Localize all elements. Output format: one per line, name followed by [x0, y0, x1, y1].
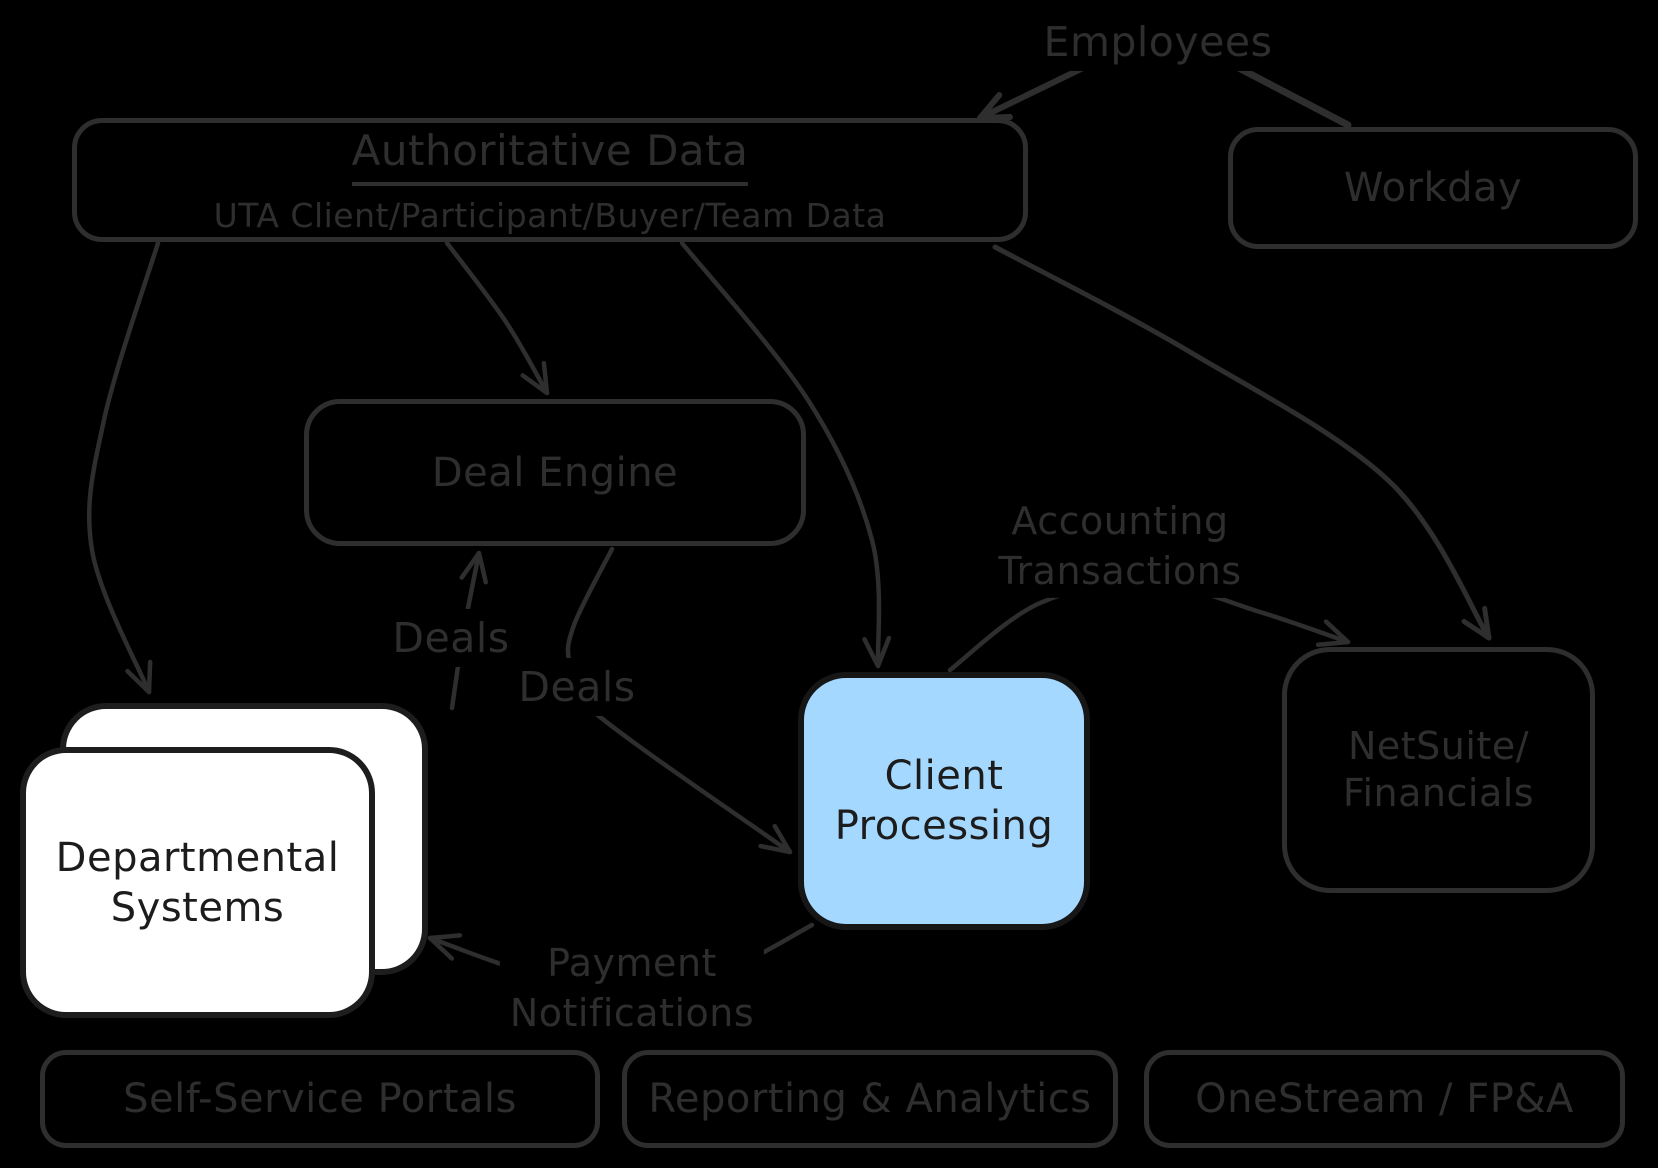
reporting-analytics-label: Reporting & Analytics	[648, 1076, 1092, 1122]
workday-label: Workday	[1343, 165, 1523, 211]
node-deal-engine[interactable]: Deal Engine	[304, 399, 806, 546]
arrow-authoritative-to-netsuite[interactable]	[992, 244, 1492, 641]
authoritative-data-subtitle: UTA Client/Participant/Buyer/Team Data	[213, 195, 887, 235]
client-processing-label-line1: Client	[884, 753, 1004, 799]
deal-engine-label: Deal Engine	[431, 449, 679, 496]
arrow-employees-into-authoritative[interactable]	[977, 63, 1090, 121]
node-reporting-analytics[interactable]: Reporting & Analytics	[622, 1050, 1118, 1148]
node-departmental-systems[interactable]: Departmental Systems	[20, 747, 375, 1018]
client-processing-label-line2: Processing	[834, 803, 1054, 849]
node-client-processing[interactable]: Client Processing	[798, 672, 1090, 930]
node-onestream-fpa[interactable]: OneStream / FP&A	[1144, 1050, 1625, 1148]
edge-label-deals-engine-to-client[interactable]: Deals	[508, 657, 646, 717]
arrow-authoritative-to-departmental[interactable]	[86, 240, 161, 695]
node-self-service-portals[interactable]: Self-Service Portals	[40, 1050, 600, 1148]
self-service-portals-label: Self-Service Portals	[123, 1076, 517, 1122]
edge-label-accounting-transactions[interactable]: Accounting Transactions	[988, 493, 1252, 599]
edge-label-employees[interactable]: Employees	[1033, 12, 1283, 72]
arrow-authoritative-to-deal-engine[interactable]	[444, 240, 550, 396]
node-workday[interactable]: Workday	[1228, 127, 1638, 249]
line-employees-from-workday[interactable]	[1231, 62, 1352, 129]
onestream-fpa-label: OneStream / FP&A	[1195, 1076, 1574, 1122]
authoritative-data-title: Authoritative Data	[351, 126, 749, 186]
departmental-systems-label-line1: Departmental	[55, 834, 340, 881]
netsuite-label-line1: NetSuite/	[1347, 723, 1530, 768]
netsuite-label-line2: Financials	[1342, 771, 1535, 815]
edge-label-deals-dept-to-engine[interactable]: Deals	[382, 608, 520, 668]
node-netsuite-financials[interactable]: NetSuite/ Financials	[1282, 647, 1595, 893]
departmental-systems-label-line2: Systems	[110, 884, 285, 931]
node-authoritative-data[interactable]: Authoritative Data UTA Client/Participan…	[72, 118, 1028, 242]
edge-label-payment-notifications[interactable]: Payment Notifications	[499, 935, 765, 1041]
arrow-authoritative-to-client-processing[interactable]	[679, 240, 892, 669]
